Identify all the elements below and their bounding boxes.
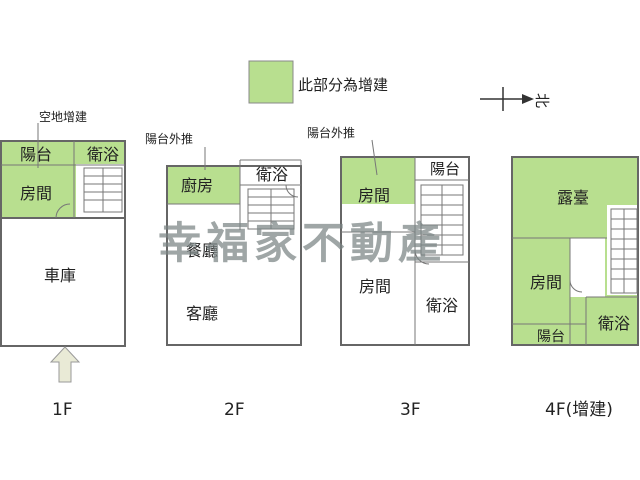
f1-note: 空地增建: [39, 110, 87, 124]
north-arrow-icon: [480, 87, 534, 111]
f3-balcony-label: 陽台: [430, 160, 460, 178]
floor-4f: 露臺 房間 陽台 衛浴 4F(增建): [511, 156, 639, 420]
f3-stairs: [420, 184, 464, 256]
f4-floor-label: 4F(增建): [545, 400, 613, 420]
f3-floor-label: 3F: [400, 400, 421, 420]
f3-bedroom-main-label: 房間: [359, 277, 391, 296]
floor-1f: 空地增建 陽台 衛浴 房間 車庫 1F: [0, 110, 126, 420]
floor-3f: 陽台外推 房間 陽台 房間 衛浴 3F: [307, 125, 470, 420]
f4-terrace-label: 露臺: [557, 188, 589, 207]
f1-door-swing: [55, 203, 71, 219]
legend-swatch: [248, 60, 294, 104]
f2-kitchen-label: 廚房: [181, 176, 213, 195]
f3-bedroom-top-label: 房間: [358, 186, 390, 205]
f1-balcony-label: 陽台: [20, 145, 52, 164]
f3-note: 陽台外推: [307, 125, 355, 140]
floor-2f: 陽台外推 廚房 衛浴 餐廳 客廳 2F: [145, 131, 302, 420]
f4-bedroom-label: 房間: [530, 273, 562, 292]
f3-note-leader: [371, 139, 378, 176]
f1-bath-label: 衛浴: [87, 145, 119, 164]
f4-stairs: [610, 208, 638, 294]
f2-living-label: 客廳: [186, 304, 218, 323]
f2-stairs: [247, 188, 295, 230]
f1-bedroom-label: 房間: [20, 184, 52, 203]
f4-bath-label: 衛浴: [598, 314, 630, 333]
f3-addition-area: [341, 157, 415, 204]
watermark-text: 幸福家不動產: [158, 219, 446, 269]
f2-bath-label: 衛浴: [256, 165, 288, 184]
compass-north-label: 北: [533, 93, 551, 108]
f2-floor-label: 2F: [224, 400, 245, 420]
f2-note: 陽台外推: [145, 131, 193, 146]
f2-dining-label: 餐廳: [186, 241, 218, 260]
f4-balcony-label: 陽台: [537, 329, 565, 345]
up-arrow-icon: [49, 346, 81, 383]
f1-stairs: [83, 167, 123, 213]
f1-floor-label: 1F: [52, 400, 73, 420]
f2-addition-area: [167, 166, 240, 204]
f3-bath-label: 衛浴: [426, 296, 458, 315]
legend-text: 此部分為增建: [298, 76, 388, 94]
f1-garage-label: 車庫: [44, 266, 76, 285]
